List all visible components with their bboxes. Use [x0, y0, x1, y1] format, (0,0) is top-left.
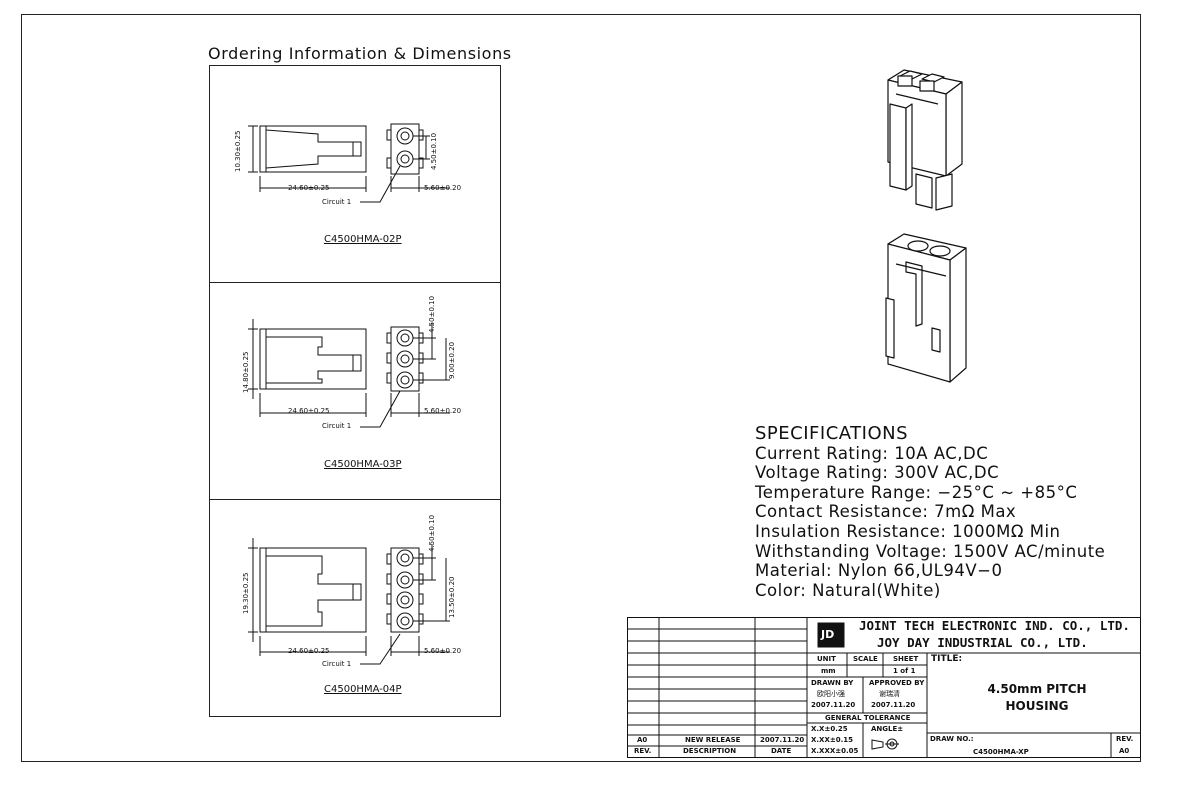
drawing-number-label: DRAW NO.: [930, 735, 974, 743]
width-dimension: 5.60±0.20 [424, 184, 462, 192]
drawn-by-date: 2007.11.20 [811, 701, 856, 709]
part-number: C4500HMA-02P [324, 234, 402, 245]
dimension-drawing-04p [248, 538, 450, 665]
sheet-label: SHEET [893, 655, 919, 663]
height-dimension: 10.30±0.25 [234, 130, 242, 173]
housing-isometric-bottom-icon [885, 233, 967, 383]
pitch-dimension: 4.50±0.10 [428, 295, 436, 333]
column-date: DATE [771, 747, 792, 755]
height-dimension: 14.80±0.25 [242, 351, 250, 394]
drawing-number: C4500HMA-XP [973, 748, 1029, 756]
projection-symbol-icon [871, 738, 899, 750]
tolerance-one-decimal: X.X±0.25 [811, 725, 848, 733]
length-dimension: 24.60±0.25 [288, 647, 330, 655]
tolerance-two-decimal: X.XX±0.15 [811, 736, 853, 744]
specifications: SPECIFICATIONS Current Rating: 10A AC,DC… [755, 424, 1105, 600]
revision-value: A0 [1119, 747, 1130, 755]
spec-insulation-resistance: Insulation Resistance: 1000MΩ Min [755, 521, 1061, 541]
circuit-label: Circuit 1 [322, 422, 352, 430]
drawing-title-line-2: HOUSING [1005, 699, 1069, 713]
specifications-title: SPECIFICATIONS [755, 423, 909, 444]
pitch-dimension: 4.50±0.10 [428, 514, 436, 552]
spec-withstanding-voltage: Withstanding Voltage: 1500V AC/minute [755, 541, 1106, 561]
title-block-grid [627, 617, 1141, 758]
pitch-dimension: 4.50±0.10 [430, 132, 438, 170]
tolerance-three-decimal: X.XXX±0.05 [811, 747, 859, 755]
spec-contact-resistance: Contact Resistance: 7mΩ Max [755, 502, 1017, 522]
circuit-label: Circuit 1 [322, 660, 352, 668]
dimension-drawing-02p [248, 123, 450, 203]
width-dimension: 5.60±0.20 [424, 647, 462, 655]
unit-value: mm [821, 667, 836, 675]
revision-label: REV. [1116, 735, 1134, 743]
length-dimension: 24.60±0.25 [288, 407, 330, 415]
span-dimension: 13.50±0.20 [448, 576, 456, 619]
part-number: C4500HMA-03P [324, 459, 402, 470]
drawing-border [21, 14, 1141, 762]
spec-color: Color: Natural(White) [755, 580, 941, 600]
approved-by-name: 谢瑞清 [879, 690, 900, 698]
approved-by-label: APPROVED BY [869, 679, 925, 687]
column-rev: REV. [634, 747, 652, 755]
company-name-1: JOINT TECH ELECTRONIC IND. CO., LTD. [859, 618, 1130, 633]
variant-panel-02p: 10.30±0.25 24.60±0.25 5.60±0.20 4.50±0.1… [209, 65, 501, 283]
height-dimension: 19.30±0.25 [242, 572, 250, 615]
scale-label: SCALE [853, 655, 878, 663]
variant-panel-03p: 14.80±0.25 24.60±0.25 5.60±0.20 4.50±0.1… [209, 282, 501, 500]
spec-current-rating: Current Rating: 10A AC,DC [755, 443, 989, 463]
drawn-by-name: 欧阳小强 [817, 690, 845, 698]
angle-label: ANGLE± [871, 725, 904, 733]
unit-label: UNIT [817, 655, 836, 663]
company-name-2: JOY DAY INDUSTRIAL CO., LTD. [877, 635, 1088, 650]
variant-panel-04p: 19.30±0.25 24.60±0.25 5.60±0.20 4.50±0.1… [209, 499, 501, 717]
drawing-title: 4.50mm PITCH HOUSING [957, 681, 1117, 715]
title-block: JD JOINT TECH ELECTRONIC IND. CO., LTD. … [627, 617, 1141, 758]
length-dimension: 24.60±0.25 [288, 184, 330, 192]
approved-by-date: 2007.11.20 [871, 701, 916, 709]
spec-temperature-range: Temperature Range: −25°C ~ +85°C [755, 482, 1078, 502]
housing-isometric-top-icon [887, 69, 963, 211]
title-label: TITLE: [931, 654, 963, 664]
company-logo-icon: JD [821, 628, 835, 641]
column-description: DESCRIPTION [683, 747, 737, 755]
drawing-title-line-1: 4.50mm PITCH [987, 682, 1087, 696]
spec-material: Material: Nylon 66,UL94V−0 [755, 561, 1003, 581]
span-dimension: 9.00±0.20 [448, 341, 456, 379]
circuit-label: Circuit 1 [322, 198, 352, 206]
drawn-by-label: DRAWN BY [811, 679, 854, 687]
part-number: C4500HMA-04P [324, 684, 402, 695]
revision-row-rev: A0 [637, 736, 648, 744]
revision-row-description: NEW RELEASE [685, 736, 741, 744]
sheet-value: 1 of 1 [893, 667, 916, 675]
spec-voltage-rating: Voltage Rating: 300V AC,DC [755, 463, 1000, 483]
general-tolerance-label: GENERAL TOLERANCE [825, 714, 911, 722]
revision-row-date: 2007.11.20 [760, 736, 805, 744]
dimension-drawing-03p [248, 319, 450, 428]
ordering-info-heading: Ordering Information & Dimensions [208, 44, 512, 63]
width-dimension: 5.60±0.20 [424, 407, 462, 415]
